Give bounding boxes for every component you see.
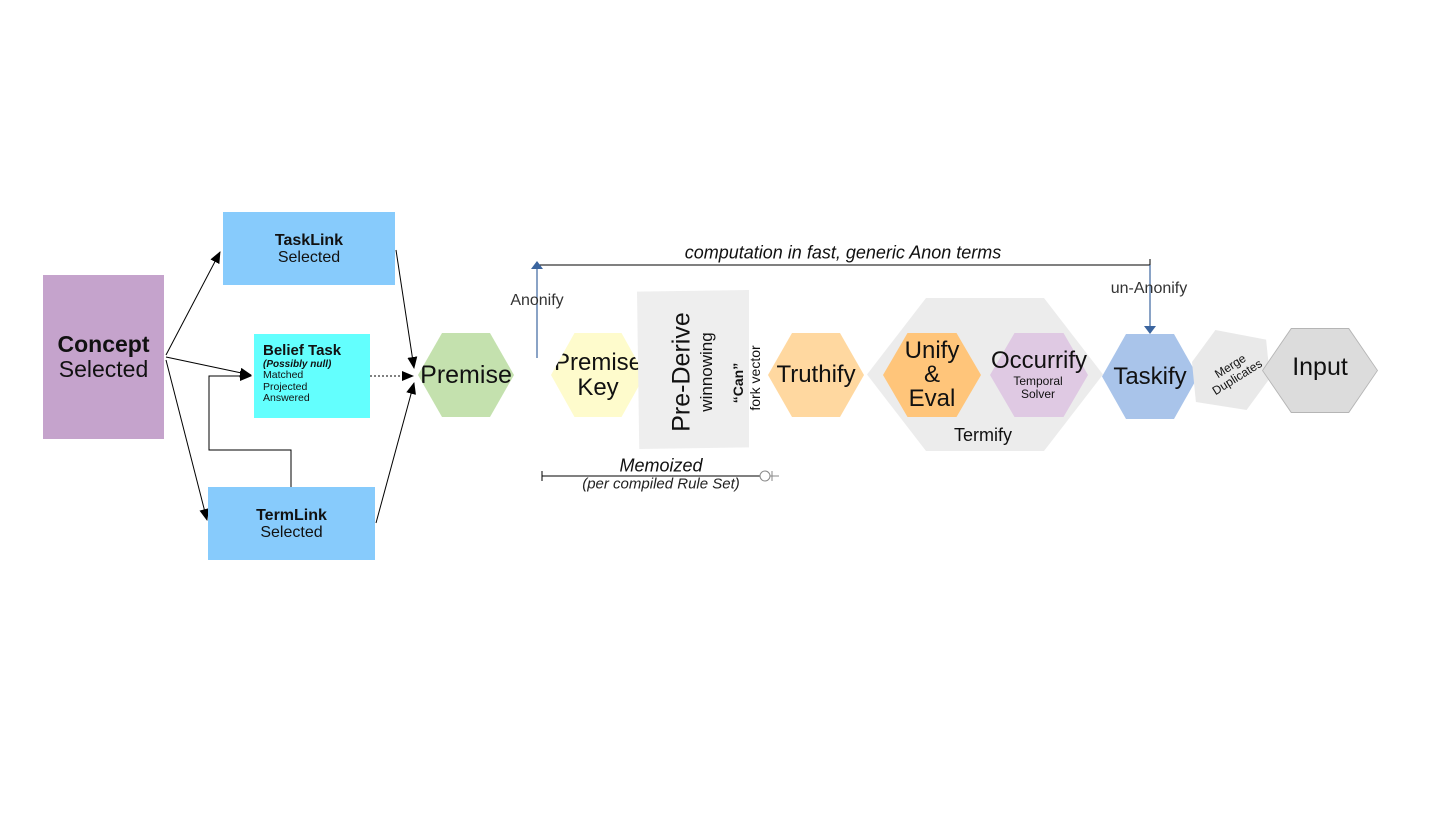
belief-task-line: Projected — [263, 380, 308, 393]
memoized-label: Memoized — [619, 455, 703, 476]
arrow-tasklink-premise — [395, 249, 418, 369]
belief-task-line: Answered — [263, 392, 310, 404]
occurrify-label: Occurrify — [991, 347, 1087, 374]
premise-key-label: Key — [577, 374, 619, 401]
input-hexagon-fill: Input — [1263, 329, 1377, 412]
input-label: Input — [1292, 353, 1348, 381]
premise-key-hexagon: Premise Key — [551, 333, 645, 417]
termlink-title: TermLink — [256, 506, 327, 524]
solver-label: Solver — [1020, 387, 1056, 401]
arrow-termlink-premise — [375, 382, 416, 524]
fork-vector-label: fork vector — [747, 345, 763, 411]
belief-task-line: Matched — [263, 369, 304, 381]
tasklink-subtitle: Selected — [277, 248, 341, 266]
winnowing-label: winnowing — [697, 332, 716, 412]
concept-title: Concept — [57, 331, 150, 357]
unify-label: Unify — [904, 337, 960, 364]
tasklink-box: TaskLink Selected — [223, 212, 395, 285]
premise-hexagon: Premise — [418, 333, 514, 417]
truthify-label: Truthify — [776, 361, 856, 388]
belief-task-title: Belief Task — [263, 342, 342, 359]
unanonify-label: un-Anonify — [1110, 280, 1188, 297]
can-label: “Can” — [730, 362, 746, 404]
termlink-subtitle: Selected — [260, 523, 323, 541]
unify-amp-label: & — [923, 361, 940, 388]
termify-label: Termify — [954, 425, 1012, 445]
arrow-concept-termlink — [165, 359, 210, 521]
eval-label: Eval — [908, 385, 956, 412]
premise-label: Premise — [420, 360, 512, 389]
belief-task-note: (Possibly null) — [263, 359, 332, 370]
anonify-label: Anonify — [510, 292, 564, 309]
truthify-hexagon: Truthify — [768, 333, 864, 417]
concept-box: Concept Selected — [43, 275, 164, 439]
belief-task-box: Belief Task (Possibly null) Matched Proj… — [254, 334, 370, 418]
premise-key-label: Premise — [553, 349, 643, 376]
taskify-label: Taskify — [1113, 362, 1187, 390]
temporal-label: Temporal — [1013, 374, 1063, 388]
computation-label: computation in fast, generic Anon terms — [684, 242, 1002, 263]
arrow-termlink-belief — [208, 371, 292, 487]
prederive-label: Pre-Derive — [667, 312, 696, 432]
termlink-box: TermLink Selected — [208, 487, 375, 560]
arrow-concept-belief — [165, 356, 252, 378]
tasklink-title: TaskLink — [274, 231, 344, 249]
memoized-bracket-end — [759, 470, 771, 482]
arrow-concept-tasklink — [165, 251, 221, 356]
memoized-note: (per compiled Rule Set) — [582, 475, 740, 493]
prederive-panel — [637, 290, 749, 449]
concept-subtitle: Selected — [58, 356, 149, 382]
